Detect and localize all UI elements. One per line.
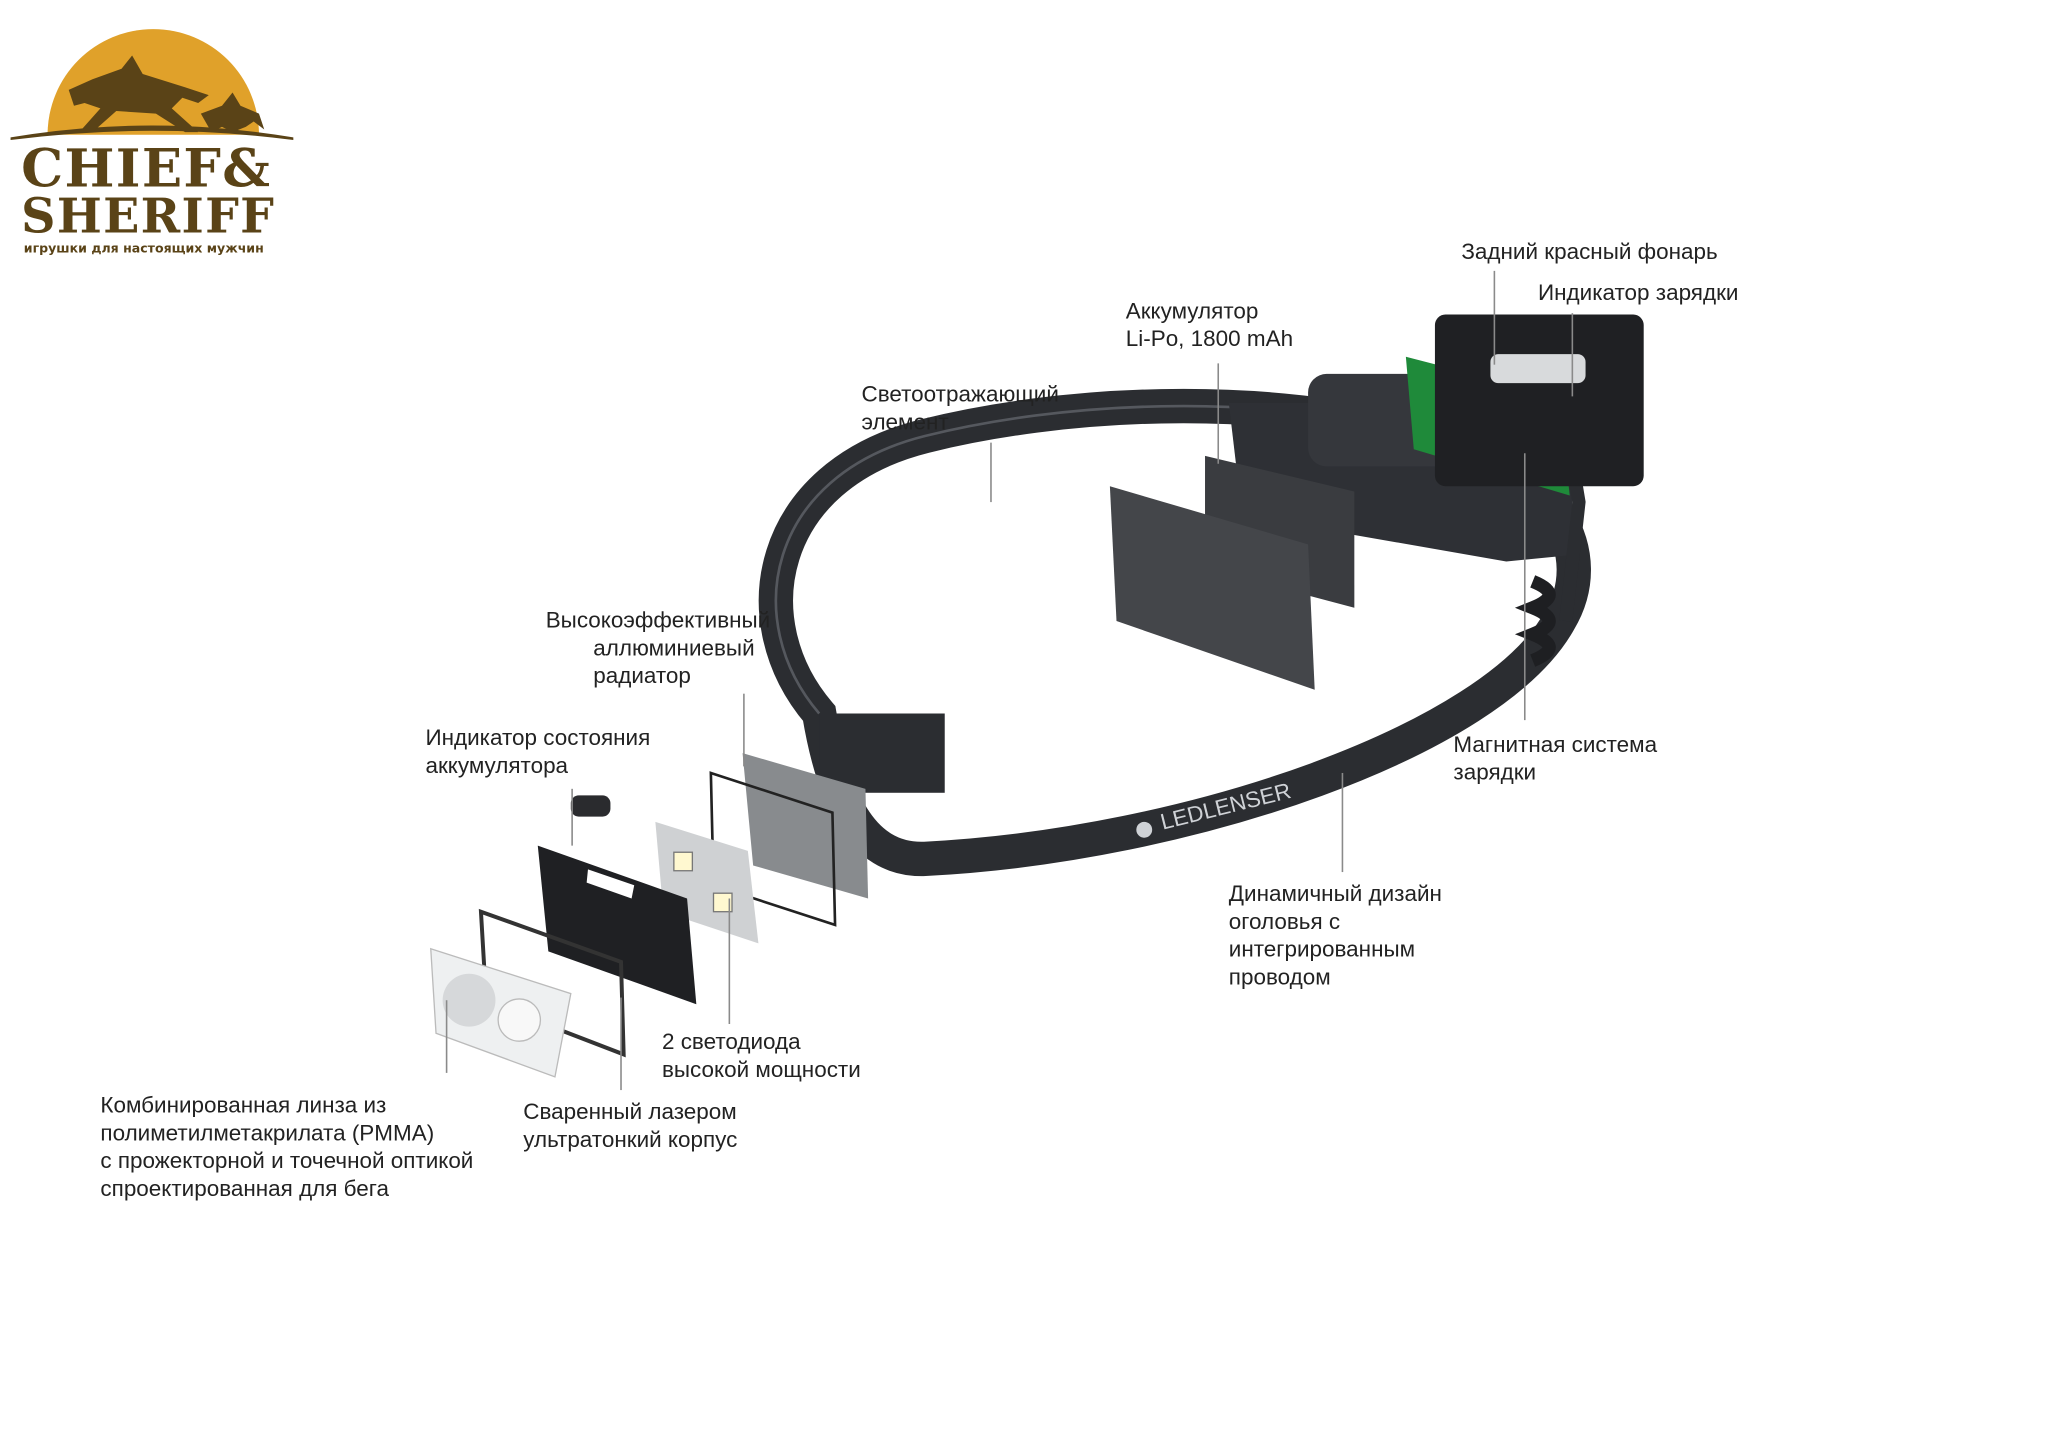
leader-lines — [445, 270, 1574, 1091]
label-charge-indicator: Индикатор зарядки — [1537, 280, 1739, 306]
logo-line1: CHIEF& — [21, 137, 272, 200]
logo-tagline: игрушки для настоящих мужчин — [23, 241, 264, 257]
front-lamp-module — [430, 713, 945, 1078]
label-rear-light: Задний красный фонарь — [1461, 239, 1718, 265]
logo-line2: SHERIFF — [21, 188, 276, 245]
battery-cells — [1109, 455, 1355, 690]
rear-cover — [1434, 314, 1644, 487]
brand-logo: CHIEF& SHERIFF игрушки для настоящих муж… — [0, 0, 304, 264]
logo-emblem — [10, 29, 294, 141]
